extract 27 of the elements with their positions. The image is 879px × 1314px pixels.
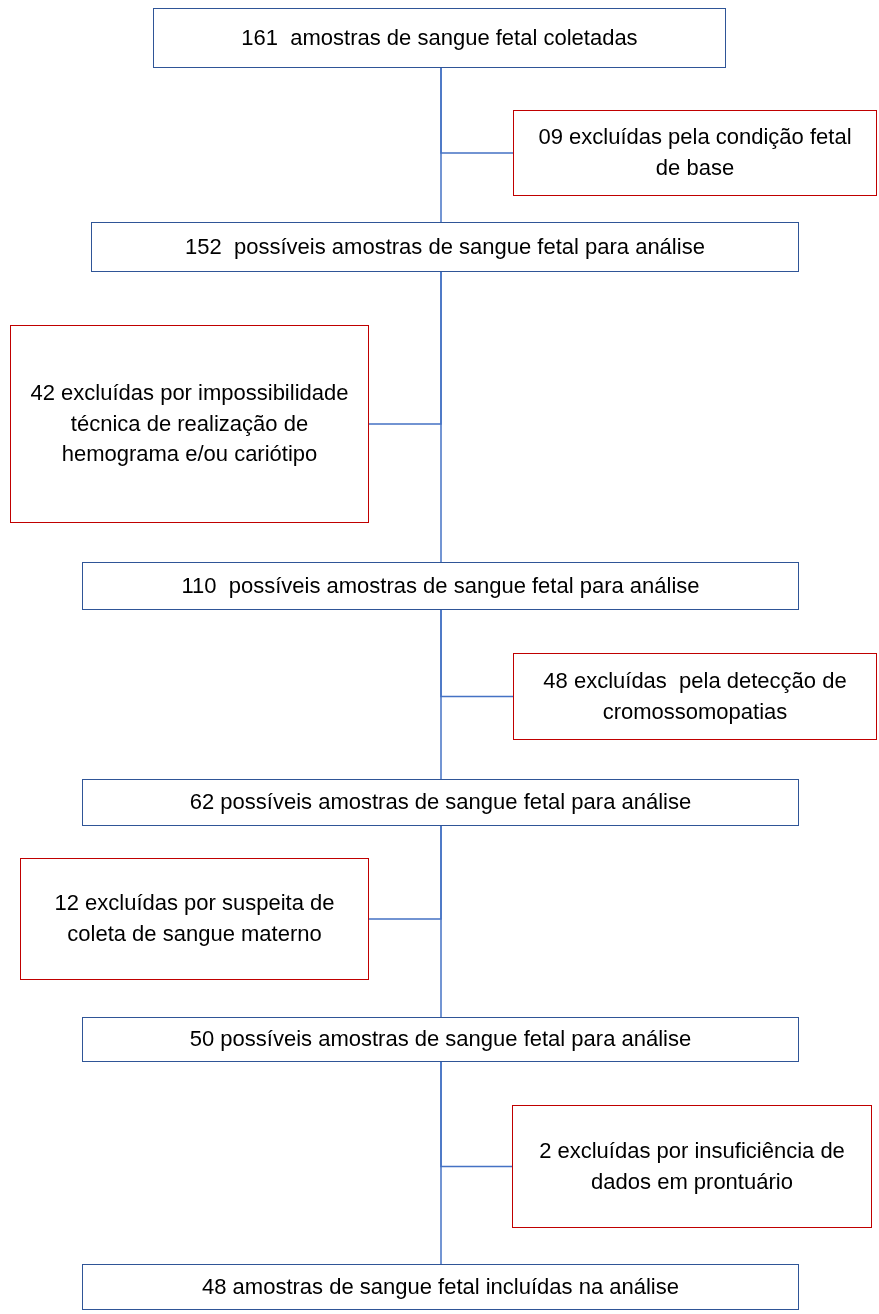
box-text: 50 possíveis amostras de sangue fetal para análise xyxy=(189,1025,692,1054)
exclusion-box xyxy=(512,1105,872,1228)
connector-line xyxy=(368,271,442,425)
box-text: 48 amostras de sangue fetal incluídas na análise xyxy=(202,1272,679,1301)
sample-count-box xyxy=(153,8,726,68)
exclusion-box xyxy=(10,325,369,523)
connector-line xyxy=(368,825,442,920)
box-text: 161 amostras de sangue fetal coletadas xyxy=(241,23,638,52)
connector-line xyxy=(440,609,514,698)
sample-count-box xyxy=(91,222,799,272)
box-text: 152 possíveis amostras de sangue fetal para análise xyxy=(185,232,705,261)
sample-count-box xyxy=(82,1017,799,1062)
box-text: 42 excluídas por impossibilidade técnica de realização de hemograma e/ou cariótipo xyxy=(29,378,350,469)
connector-line xyxy=(440,1061,513,1168)
sample-count-box xyxy=(82,562,799,610)
sample-count-box xyxy=(82,1264,799,1310)
box-text: 12 excluídas por suspeita de coleta de sangue materno xyxy=(53,889,336,948)
box-text: 48 excluídas pela detecção de cromossomopatias xyxy=(542,666,848,726)
box-text: 62 possíveis amostras de sangue fetal para análise xyxy=(189,788,692,817)
sample-count-box xyxy=(82,779,799,826)
connector-line xyxy=(440,67,514,154)
exclusion-box xyxy=(20,858,369,980)
box-text: 09 excluídas pela condição fetal de base xyxy=(537,123,853,182)
exclusion-box xyxy=(513,110,877,196)
exclusion-box xyxy=(513,653,877,740)
box-text: 2 excluídas por insuficiência de dados em prontuário xyxy=(538,1136,846,1196)
box-text: 110 possíveis amostras de sangue fetal para análise xyxy=(181,571,700,600)
